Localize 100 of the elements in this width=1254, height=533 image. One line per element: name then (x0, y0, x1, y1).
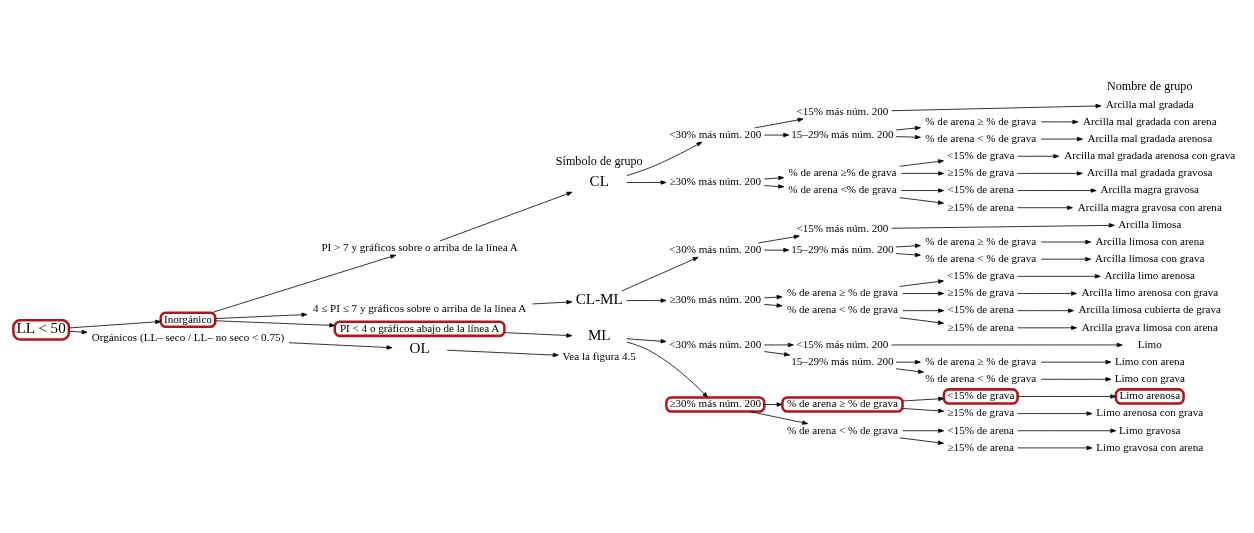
arrow (900, 170, 944, 176)
arrow (1017, 445, 1093, 450)
node-text: OL (409, 339, 430, 356)
arrow (763, 294, 783, 299)
node-text: <15% de arena (947, 302, 1015, 315)
arrow (757, 234, 800, 243)
arrow (899, 158, 944, 167)
arrow (1040, 256, 1092, 261)
node-text: Arcilla grava limosa con arena (1081, 320, 1218, 333)
node-text: Vea la figura 4.5 (562, 349, 636, 362)
node-text: CL-ML (575, 290, 623, 307)
label: Nombre de grupo (1107, 78, 1193, 93)
node-text: Orgánicos (LL– seco / LL– no seco < 0.75) (91, 330, 285, 343)
node-text: 4 ≤ PI ≤ 7 y gráficos sobre o arriba de la línea A (312, 301, 527, 314)
arrow (899, 196, 944, 205)
arrow (1017, 153, 1060, 158)
node-text: <15% de grava (947, 148, 1015, 161)
node-text: Arcilla mal gradada arenosa con grava (1064, 148, 1236, 161)
node-text: % de arena < % de grava (786, 302, 898, 315)
node-text: % de arena < % de grava (786, 423, 898, 436)
node-text: Arcilla magra gravosa con arena (1077, 200, 1222, 213)
node-text: Limo gravosa con arena (1096, 440, 1204, 453)
node-text: Arcilla magra gravosa (1100, 182, 1200, 195)
node-text: <15% más núm. 200 (796, 337, 889, 350)
arrow (626, 179, 667, 185)
arrow (749, 410, 808, 425)
node-box: % de arena ≥ % de grava (781, 395, 904, 413)
node-text: % de arena < % de grava (925, 131, 1037, 144)
arrow (1017, 393, 1117, 399)
node-text: ≥15% de arena (947, 320, 1014, 333)
node-text: % de arena ≥ % de grava (925, 114, 1037, 127)
arrow (214, 312, 308, 319)
node-text: <15% más núm. 200 (796, 221, 889, 234)
node-text: % de arena <% de grava (788, 182, 897, 195)
arrow (214, 319, 336, 327)
node-text: Arcilla mal gradada gravosa (1087, 165, 1213, 178)
node-text: % de arena ≥ % de grava (925, 354, 1037, 367)
arrow (900, 187, 944, 193)
node-box: Inorgánico (159, 310, 217, 328)
arrow (1017, 205, 1073, 210)
node-text: <30% más núm. 200 (669, 337, 762, 350)
arrow (895, 243, 921, 248)
node-box: ≥30% más núm. 200 (665, 395, 766, 413)
node-text: Arcilla limosa cubierta de grava (1078, 302, 1221, 315)
arrow (902, 428, 945, 433)
arrow (895, 359, 921, 364)
arrow (621, 256, 699, 291)
arrow (763, 342, 794, 347)
node-text: % de arena ≥ % de grava (787, 285, 898, 298)
node-text: ≥30% más núm. 200 (669, 292, 762, 305)
arrow (763, 247, 790, 252)
node-text: 15–29% más núm. 200 (791, 242, 894, 255)
node-text: Arcilla limosa (1118, 217, 1182, 230)
node-text: Limo con grava (1114, 371, 1185, 384)
arrow (1040, 136, 1083, 141)
node-text: <15% de arena (947, 182, 1015, 195)
arrow (902, 290, 945, 296)
node-box: PI < 4 o gráficos abajo de la línea A (333, 320, 506, 337)
node-text: % de arena ≥ % de grava (925, 234, 1037, 247)
arrow (763, 350, 790, 356)
node-text: <15% de arena (947, 423, 1015, 436)
arrow (891, 103, 1102, 111)
node-text: 15–29% más núm. 200 (791, 127, 894, 140)
arrow (446, 349, 559, 357)
node-text: Arcilla mal gradada arenosa (1087, 131, 1213, 144)
arrow (891, 222, 1115, 229)
arrow (288, 341, 393, 350)
arrow (1017, 290, 1077, 296)
arrow (1017, 307, 1074, 313)
node-text: Arcilla mal gradada con arena (1082, 114, 1217, 127)
arrow (68, 329, 88, 334)
arrow (754, 117, 804, 128)
arrow (895, 252, 921, 257)
node-text: ML (587, 326, 611, 343)
arrow (902, 396, 945, 401)
node-text: <15% de grava (947, 268, 1015, 281)
arrow (763, 302, 783, 308)
arrow (1017, 187, 1097, 193)
arrow (1040, 119, 1079, 124)
node-text: <30% más núm. 200 (669, 242, 762, 255)
label: Símbolo de grupo (555, 153, 643, 168)
node-text: ≥30% más núm. 200 (669, 174, 762, 187)
arrow (1040, 376, 1112, 381)
node-text: Limo (1137, 337, 1162, 350)
arrow (902, 307, 945, 313)
node-text: ≥15% de grava (947, 165, 1015, 178)
arrow (1017, 170, 1083, 176)
arrow (1017, 325, 1077, 330)
node-text: 15–29% más núm. 200 (791, 354, 894, 367)
arrow (895, 134, 921, 139)
node-text: ≥15% de grava (947, 285, 1015, 298)
arrow (532, 299, 573, 304)
node-text: % de arena ≥% de grava (788, 165, 897, 178)
node-text: ≥15% de grava (947, 405, 1015, 418)
arrow (1040, 239, 1092, 244)
arrow (1017, 428, 1117, 433)
arrow (1040, 359, 1112, 364)
arrow (763, 183, 785, 189)
node-text: Arcilla limo arenosa con grava (1081, 285, 1219, 298)
node-box: LL < 50 (12, 318, 71, 341)
